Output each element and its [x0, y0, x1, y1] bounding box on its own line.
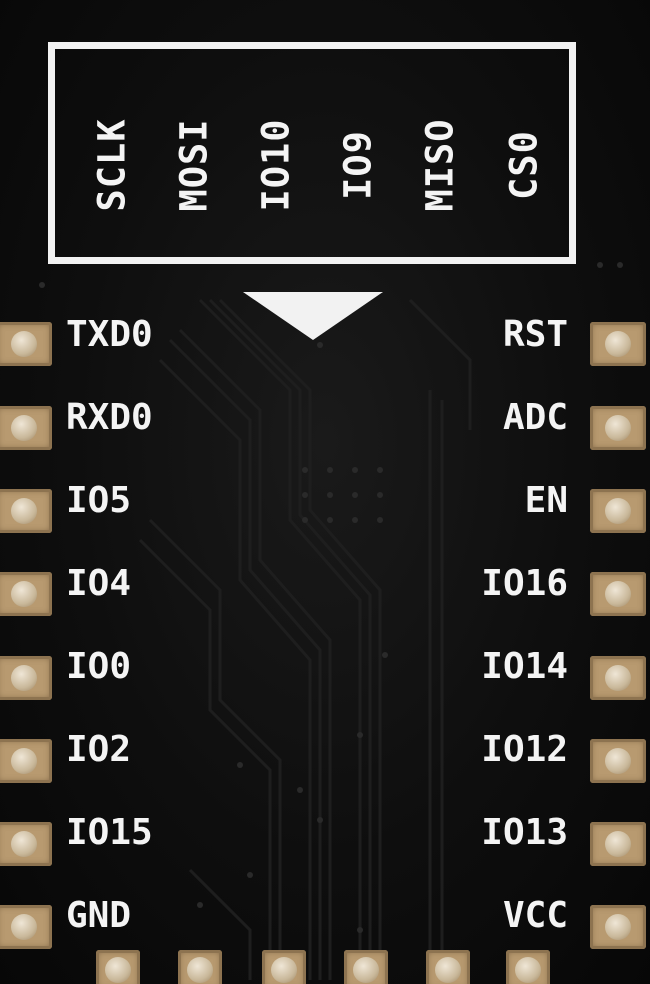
pad-right-2: [590, 406, 646, 450]
pad-bottom-3: [262, 950, 306, 984]
pad-right-7: [590, 822, 646, 866]
pin-label-rxd0: RXD0: [66, 397, 153, 438]
pin-label-io5: IO5: [66, 480, 132, 521]
top-label-mosi: MOSI: [172, 118, 216, 212]
pad-left-1: [0, 322, 52, 366]
pad-left-5: [0, 656, 52, 700]
top-label-io9: IO9: [336, 130, 380, 200]
top-label-cs0: CS0: [502, 130, 546, 200]
pad-bottom-2: [178, 950, 222, 984]
pin-label-io14: IO14: [481, 646, 568, 687]
pad-left-4: [0, 572, 52, 616]
pad-right-6: [590, 739, 646, 783]
pin-label-txd0: TXD0: [66, 314, 153, 355]
pad-right-1: [590, 322, 646, 366]
pad-left-7: [0, 822, 52, 866]
pin-label-io12: IO12: [481, 729, 568, 770]
top-label-frame: [48, 42, 576, 264]
pad-right-3: [590, 489, 646, 533]
top-label-sclk: SCLK: [90, 118, 134, 212]
pad-left-2: [0, 406, 52, 450]
pad-left-3: [0, 489, 52, 533]
pad-bottom-1: [96, 950, 140, 984]
pad-bottom-6: [506, 950, 550, 984]
pad-right-4: [590, 572, 646, 616]
pin1-arrow-marker: [243, 292, 383, 340]
pad-bottom-4: [344, 950, 388, 984]
pad-left-6: [0, 739, 52, 783]
pin-label-io4: IO4: [66, 563, 132, 604]
pin-label-gnd: GND: [66, 895, 132, 936]
pin-label-rst: RST: [502, 314, 568, 355]
pad-bottom-5: [426, 950, 470, 984]
pin-label-io13: IO13: [481, 812, 568, 853]
pad-left-8: [0, 905, 52, 949]
pin-label-vcc: VCC: [502, 895, 568, 936]
pin-label-io0: IO0: [66, 646, 132, 687]
pad-right-8: [590, 905, 646, 949]
pin-label-io15: IO15: [66, 812, 153, 853]
pin-label-io16: IO16: [481, 563, 568, 604]
pin-label-en: EN: [524, 480, 568, 521]
top-label-io10: IO10: [254, 118, 298, 212]
top-label-miso: MISO: [418, 118, 462, 212]
pin-label-adc: ADC: [502, 397, 568, 438]
pad-right-5: [590, 656, 646, 700]
pin-label-io2: IO2: [66, 729, 132, 770]
